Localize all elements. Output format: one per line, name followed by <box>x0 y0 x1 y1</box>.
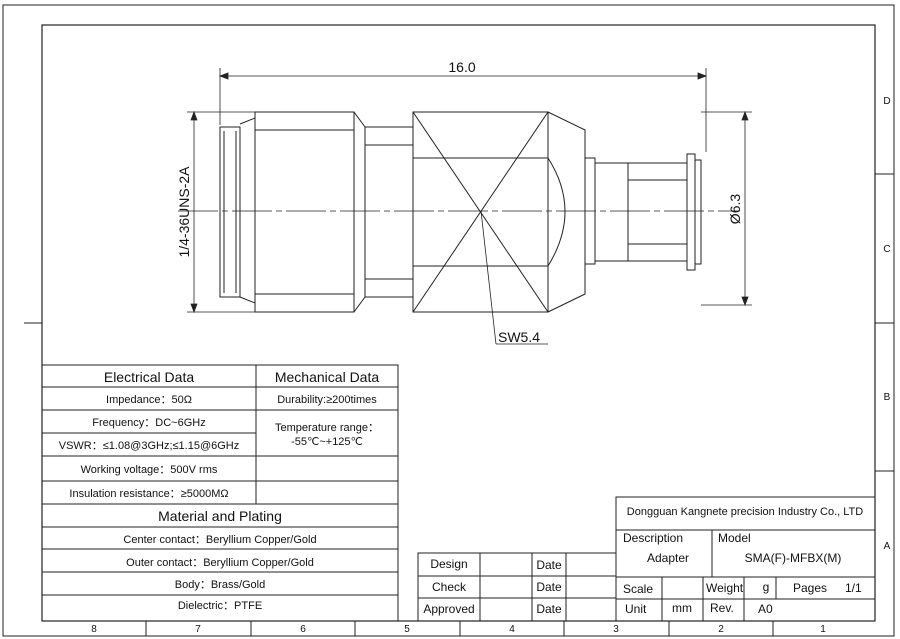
zone-label-1: 1 <box>820 624 826 635</box>
electrical-title: Electrical Data <box>104 369 194 385</box>
dim-diameter-label: Ø6.3 <box>727 194 743 225</box>
zone-label-C: C <box>883 244 890 255</box>
temp-label: Temperature range： <box>275 422 379 434</box>
weight-label: Weight <box>706 581 744 595</box>
zone-label-7: 7 <box>195 624 201 635</box>
pages-label: Pages <box>793 581 827 595</box>
description-value: Adapter <box>647 551 689 565</box>
temp-value: -55℃~+125℃ <box>291 436 363 448</box>
hex-taper <box>547 111 586 313</box>
unit-value: mm <box>672 601 692 615</box>
outer-border <box>2 4 895 637</box>
durability-row: Durability:≥200times <box>277 394 377 406</box>
design-date-label: Date <box>536 558 562 572</box>
connector-drawing <box>178 111 740 313</box>
insulation-row: Insulation resistance：≥5000MΩ <box>69 488 228 500</box>
pin-flange <box>686 153 696 271</box>
description-label: Description <box>623 531 683 545</box>
center-contact-row: Center contact：Beryllium Copper/Gold <box>123 534 316 546</box>
zone-label-5: 5 <box>404 624 410 635</box>
neck <box>364 126 414 298</box>
vswr-row: VSWR：≤1.08@3GHz;≤1.15@6GHz <box>59 440 240 452</box>
zone-label-4: 4 <box>509 624 515 635</box>
check-date-label: Date <box>536 580 562 594</box>
pages-value: 1/1 <box>845 581 862 595</box>
rev-value: A0 <box>758 602 773 616</box>
rev-label: Rev. <box>710 601 734 615</box>
zone-label-3: 3 <box>613 624 619 635</box>
frequency-row: Frequency：DC~6GHz <box>92 417 205 429</box>
dim-length-label: 16.0 <box>448 59 475 75</box>
hex-body <box>412 111 549 313</box>
unit-label: Unit <box>625 602 647 616</box>
title-block <box>615 496 876 622</box>
outer-contact-row: Outer contact：Beryllium Copper/Gold <box>126 557 314 569</box>
check-label: Check <box>432 580 467 594</box>
hex-curve <box>547 157 566 267</box>
zone-label-B: B <box>884 392 891 403</box>
zone-label-2: 2 <box>718 624 724 635</box>
dim-hex-label: SW5.4 <box>498 329 540 345</box>
thread-chamfer-right <box>353 111 366 313</box>
female-chamfer <box>239 117 256 304</box>
approved-label: Approved <box>423 602 474 616</box>
zone-label-A: A <box>884 541 891 552</box>
model-value: SMA(F)-MFBX(M) <box>745 551 842 565</box>
threaded-body <box>254 111 355 313</box>
signoff-block <box>417 552 617 622</box>
bottom-zone-ticks <box>145 621 774 636</box>
scale-label: Scale <box>623 582 653 596</box>
body-row: Body：Brass/Gold <box>175 579 265 591</box>
pin-housing <box>594 162 688 262</box>
approved-date-label: Date <box>536 602 562 616</box>
right-zone-ticks <box>24 173 894 472</box>
company-name: Dongguan Kangnete precision Industry Co.… <box>627 506 863 518</box>
voltage-row: Working voltage：500V rms <box>81 464 218 476</box>
dimensions <box>187 68 752 345</box>
zone-label-D: D <box>883 96 890 107</box>
zone-label-6: 6 <box>300 624 306 635</box>
design-label: Design <box>430 557 467 571</box>
model-label: Model <box>718 531 751 545</box>
material-title: Material and Plating <box>158 508 282 524</box>
dim-thread-label: 1/4-36UNS-2A <box>176 166 192 258</box>
data-table <box>41 364 399 622</box>
dielectric-row: Dielectric：PTFE <box>178 600 262 612</box>
female-end-face <box>219 126 241 298</box>
impedance-row: Impedance：50Ω <box>106 394 192 406</box>
hex-flat-diag-2 <box>412 111 549 313</box>
weight-value: g <box>763 580 770 594</box>
mechanical-title: Mechanical Data <box>275 369 379 385</box>
zone-label-8: 8 <box>91 624 97 635</box>
